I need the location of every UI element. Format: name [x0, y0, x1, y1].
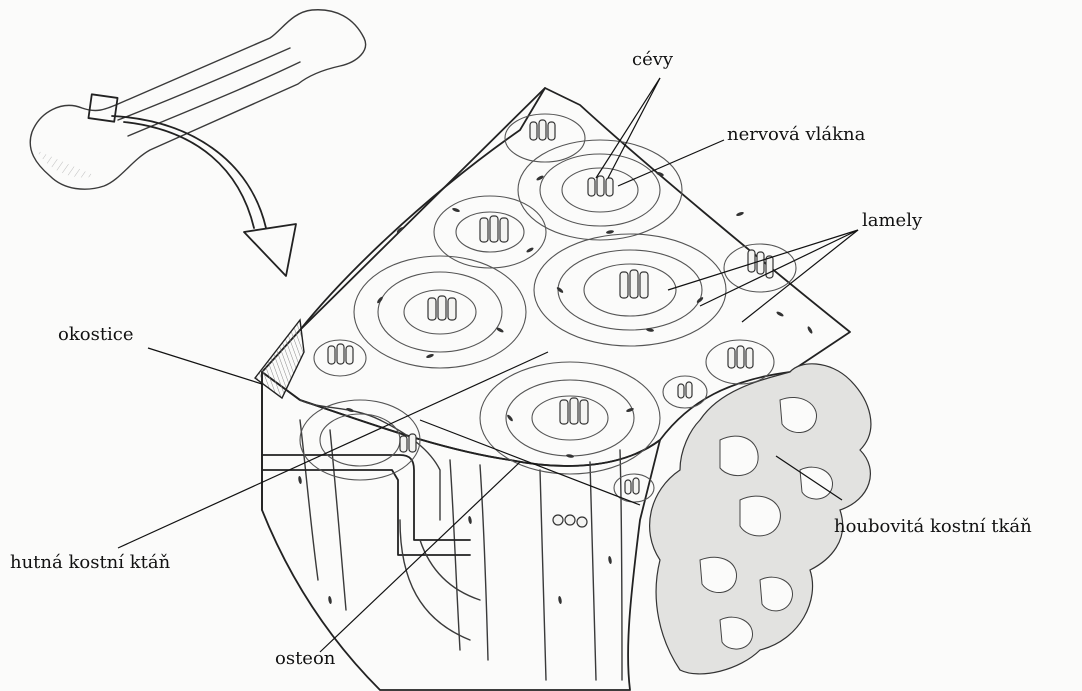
label-periosteum: okostice [58, 326, 134, 344]
label-lamellae: lamely [862, 212, 922, 230]
label-osteon: osteon [275, 650, 335, 668]
magnify-arrow [112, 116, 296, 276]
canal-11 [625, 478, 639, 494]
canal-4 [480, 216, 508, 242]
osteon-ring-9 [663, 376, 707, 408]
label-vessels: cévy [632, 51, 673, 69]
bone-block [255, 88, 871, 690]
label-nerve-fibers: nervová vlákna [727, 126, 865, 144]
canal-6 [530, 120, 555, 140]
canal-5 [560, 398, 588, 424]
canal-2 [620, 270, 648, 298]
canal-8 [728, 346, 753, 368]
canal-9 [678, 382, 692, 398]
canal-10 [328, 344, 353, 364]
label-compact-bone: hutná kostní ktáň [10, 554, 170, 572]
canal-13 [553, 515, 587, 527]
long-bone-sketch [30, 10, 365, 189]
canal-3 [428, 296, 456, 320]
label-spongy-bone: houbovitá kostní tkáň [834, 518, 1032, 536]
canal-1 [588, 176, 613, 196]
